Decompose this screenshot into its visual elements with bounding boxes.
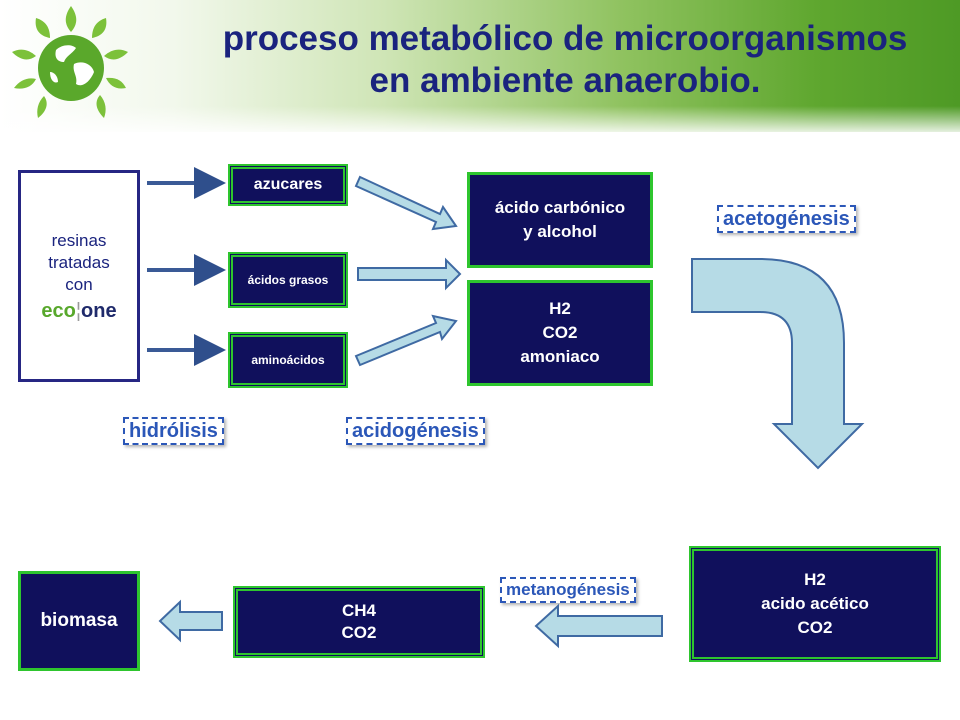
gases-line-3: amoniaco: [520, 347, 600, 366]
h2-co2-amoniaco-box: H2 CO2 amoniaco: [467, 280, 653, 386]
acidos-grasos-label: ácidos grasos: [247, 273, 329, 287]
arrow-amino-to-gases: [354, 314, 458, 367]
arrow-azucares-to-carbonico: [354, 175, 458, 231]
source-line-1: resinas: [51, 231, 107, 250]
ch4-co2-box: CH4 CO2: [233, 586, 485, 658]
aminoacidos-label: aminoácidos: [251, 353, 325, 367]
page-title: proceso metabólico de microorganismos en…: [170, 18, 960, 102]
ecoone-logo: eco¦one: [41, 300, 117, 322]
hidrolisis-label: hidrólisis: [123, 417, 224, 445]
acido-carbonico-line-2: y alcohol: [523, 222, 597, 241]
source-resins-box: resinas tratadas con eco¦one: [18, 170, 140, 382]
acetogenesis-label: acetogénesis: [717, 205, 856, 233]
aminoacidos-box: aminoácidos: [228, 332, 348, 388]
globe-leaf-logo-icon: [12, 6, 128, 118]
acetic-products-box: H2 acido acético CO2: [689, 546, 941, 662]
acetic-line-1: H2: [804, 570, 826, 589]
arrow-to-biomasa: [158, 599, 223, 643]
source-line-3: con: [65, 275, 93, 294]
co2-line: CO2: [341, 623, 377, 642]
header-banner: [0, 0, 960, 132]
gases-line-2: CO2: [542, 323, 578, 342]
title-line-2: en ambiente anaerobio.: [369, 61, 761, 100]
acidogenesis-label: acidogénesis: [346, 417, 485, 445]
biomasa-label: biomasa: [40, 610, 118, 631]
azucares-label: azucares: [253, 176, 323, 193]
logo-eco-text: eco: [41, 300, 76, 322]
arrow-acidos-to-products: [357, 257, 462, 291]
metanogenesis-label: metanogénesis: [500, 577, 636, 603]
acetic-line-3: CO2: [797, 618, 833, 637]
acidos-grasos-box: ácidos grasos: [228, 252, 348, 308]
curved-acetogenesis-arrow: [691, 258, 865, 470]
arrow-to-ch4-box: [534, 603, 663, 649]
gases-line-1: H2: [549, 299, 571, 318]
ch4-line: CH4: [341, 601, 376, 620]
title-line-1: proceso metabólico de microorganismos: [222, 19, 908, 58]
biomasa-box: biomasa: [18, 571, 140, 671]
acido-carbonico-box: ácido carbónico y alcohol: [467, 172, 653, 268]
source-line-2: tratadas: [48, 253, 110, 272]
azucares-box: azucares: [228, 164, 348, 206]
logo-one-text: one: [81, 300, 117, 322]
acetic-line-2: acido acético: [761, 594, 869, 613]
acido-carbonico-line-1: ácido carbónico: [494, 198, 626, 217]
